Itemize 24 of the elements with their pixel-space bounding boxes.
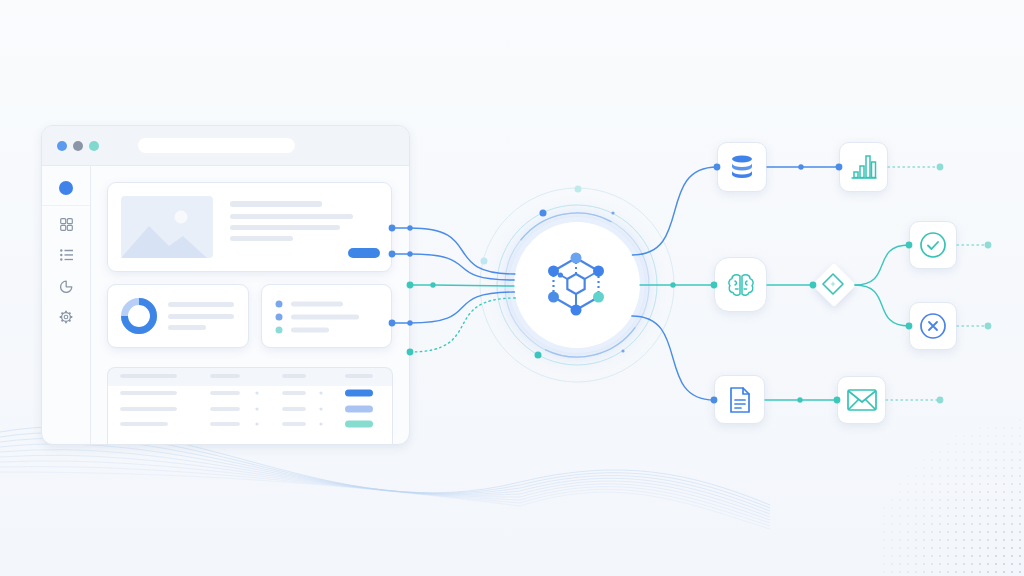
icon-tile (839, 142, 888, 192)
icon-tile (714, 375, 765, 424)
connector (956, 322, 992, 330)
icon-tile (714, 257, 767, 312)
list-card (261, 284, 392, 348)
connector (764, 396, 841, 404)
media-card (107, 182, 392, 272)
connector (956, 241, 992, 249)
connector (766, 281, 817, 289)
icon-tile (837, 376, 886, 424)
connector (388, 224, 516, 275)
connector (887, 163, 944, 171)
icon-tile (717, 142, 767, 192)
connector (854, 284, 913, 330)
connector (388, 250, 515, 281)
donut-card (107, 284, 249, 348)
table-panel (107, 367, 393, 444)
connector (885, 396, 944, 404)
decision-diamond (813, 264, 855, 306)
connector (766, 163, 843, 171)
connector (388, 291, 516, 327)
icon-tile (909, 302, 957, 350)
browser-window (41, 125, 410, 445)
icon-tile (909, 221, 957, 269)
